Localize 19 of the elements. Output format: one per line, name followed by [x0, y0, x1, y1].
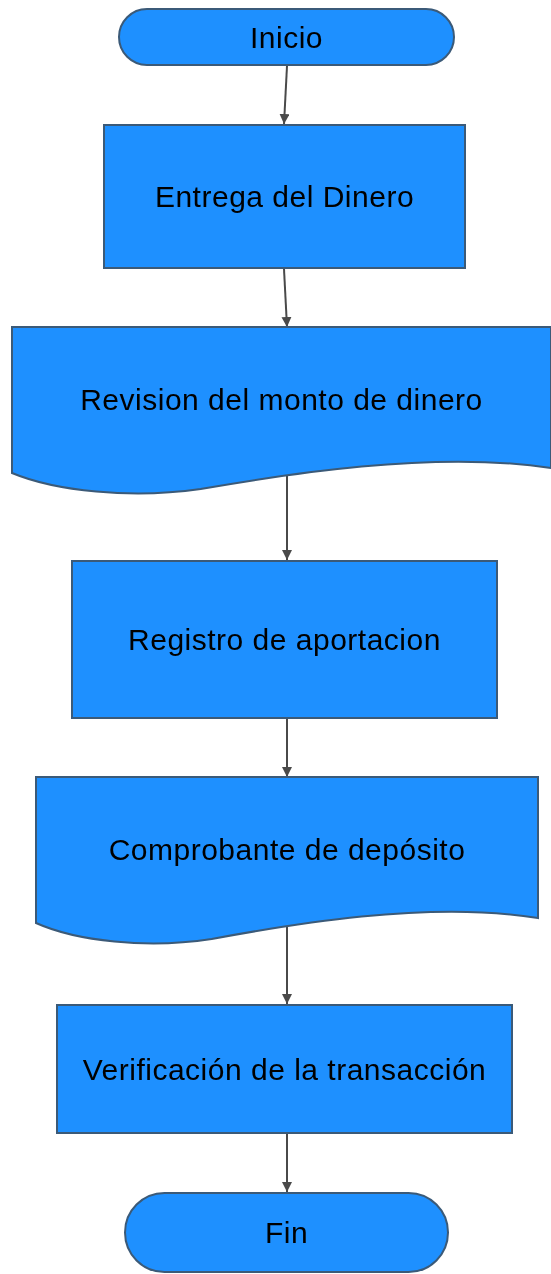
arrow: [282, 1133, 292, 1193]
document-shape: [12, 327, 551, 495]
process-box: [71, 560, 498, 719]
arrow: [282, 718, 292, 778]
node-label: Comprobante de depósito: [108, 833, 466, 865]
node-label: Fin: [264, 1217, 309, 1248]
process-box: [103, 124, 466, 269]
node-label: Entrega del Dinero: [154, 181, 415, 212]
arrow: [281, 268, 292, 328]
node-label: Inicio: [249, 21, 323, 53]
arrow: [279, 65, 290, 125]
arrow: [282, 474, 292, 561]
arrow: [282, 924, 292, 1005]
node-label: Verificación de la transacción: [82, 1053, 487, 1085]
process-box: [56, 1004, 513, 1134]
node-label: Registro de aportacion: [128, 624, 441, 655]
document-shape: [36, 777, 538, 945]
node-label: Revision del monto de dinero: [80, 383, 483, 415]
terminator-shape: [118, 8, 455, 66]
